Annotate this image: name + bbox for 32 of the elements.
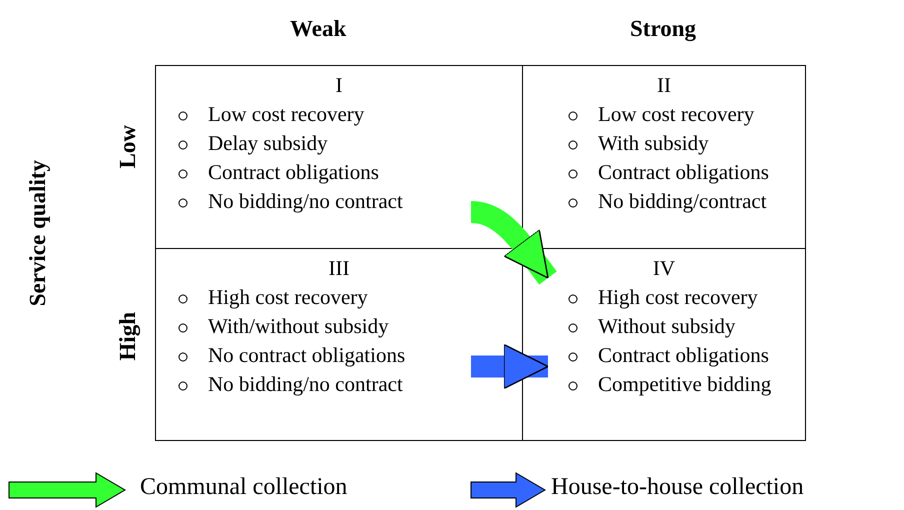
list-item: Without subsidy	[598, 314, 736, 338]
list-item: Competitive bidding	[598, 372, 772, 396]
column-label: Weak	[290, 16, 346, 42]
list-item: Contract obligations	[598, 343, 769, 367]
quadrant-cell	[155, 248, 523, 441]
quadrant-cell	[522, 65, 806, 249]
block-arrow	[471, 344, 549, 390]
row-label: High	[115, 312, 141, 361]
roman-numeral: II	[656, 72, 672, 98]
list-item: No bidding/contract	[598, 189, 767, 213]
legend-label: House-to-house collection	[551, 474, 804, 501]
list-item: With subsidy	[598, 131, 709, 155]
list-item: No bidding/no contract	[208, 189, 403, 213]
row-label: Low	[115, 125, 141, 168]
quadrant-cell	[155, 65, 523, 249]
list-item: Contract obligations	[208, 160, 379, 184]
list-item: No bidding/no contract	[208, 372, 403, 396]
list-item: Contract obligations	[598, 160, 769, 184]
roman-numeral: IV	[652, 255, 676, 281]
list-item: Low cost recovery	[598, 102, 754, 126]
quadrant-cell	[522, 248, 806, 441]
list-item: Low cost recovery	[208, 102, 364, 126]
roman-numeral: III	[328, 255, 350, 281]
axis-title: Service quality	[25, 160, 51, 306]
legend-label: Communal collection	[140, 474, 348, 501]
column-label: Strong	[630, 16, 696, 42]
list-item: High cost recovery	[598, 285, 758, 309]
list-item: With/without subsidy	[208, 314, 389, 338]
list-item: No contract obligations	[208, 343, 406, 367]
list-item: High cost recovery	[208, 285, 368, 309]
list-item: Delay subsidy	[208, 131, 328, 155]
roman-numeral: I	[334, 72, 344, 98]
